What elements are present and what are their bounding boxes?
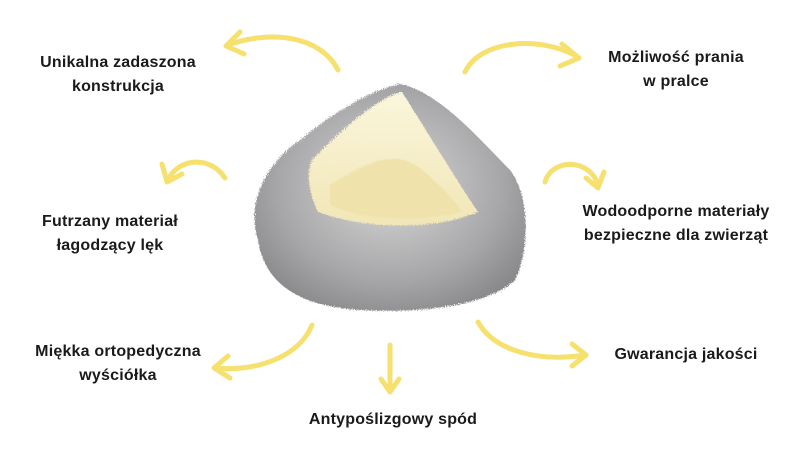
feature-line: konstrukcja bbox=[71, 78, 164, 95]
feature-waterproof: Wodoodporne materiały bezpieczne dla zwi… bbox=[582, 200, 769, 248]
feature-quality: Gwarancja jakości bbox=[614, 343, 757, 367]
feature-washable: Możliwość prania w pralce bbox=[608, 46, 744, 94]
feature-line: Gwarancja jakości bbox=[614, 346, 758, 363]
arrow-anti-slip bbox=[378, 342, 402, 395]
arrow-waterproof bbox=[542, 161, 607, 191]
arrow-orthopedic bbox=[211, 322, 315, 381]
feature-unique-construction: Unikalna zadaszona konstrukcja bbox=[40, 51, 196, 99]
arrow-quality bbox=[475, 319, 589, 369]
feature-anti-slip: Antypoślizgowy spód bbox=[309, 408, 477, 432]
feature-line: Wodoodporne materiały bbox=[582, 203, 770, 220]
arrow-washable bbox=[462, 41, 582, 75]
arrow-unique-construction bbox=[223, 29, 341, 73]
feature-line: Antypoślizgowy spód bbox=[308, 411, 478, 428]
feature-line: Futrzany materiał bbox=[42, 213, 178, 230]
feature-line: bezpieczne dla zwierząt bbox=[583, 227, 769, 244]
pet-bed-image bbox=[254, 84, 526, 311]
feature-line: Możliwość prania bbox=[608, 49, 744, 66]
feature-line: wyściółka bbox=[79, 367, 157, 384]
feature-line: w pralce bbox=[643, 73, 709, 90]
feature-fur-material: Futrzany materiał łagodzący lęk bbox=[42, 210, 178, 258]
feature-line: łagodzący lęk bbox=[56, 237, 164, 254]
feature-orthopedic: Miękka ortopedyczna wyściółka bbox=[35, 340, 201, 388]
feature-line: Unikalna zadaszona bbox=[40, 54, 196, 71]
feature-line: Miękka ortopedyczna bbox=[35, 343, 201, 360]
arrow-fur-material bbox=[159, 159, 228, 185]
